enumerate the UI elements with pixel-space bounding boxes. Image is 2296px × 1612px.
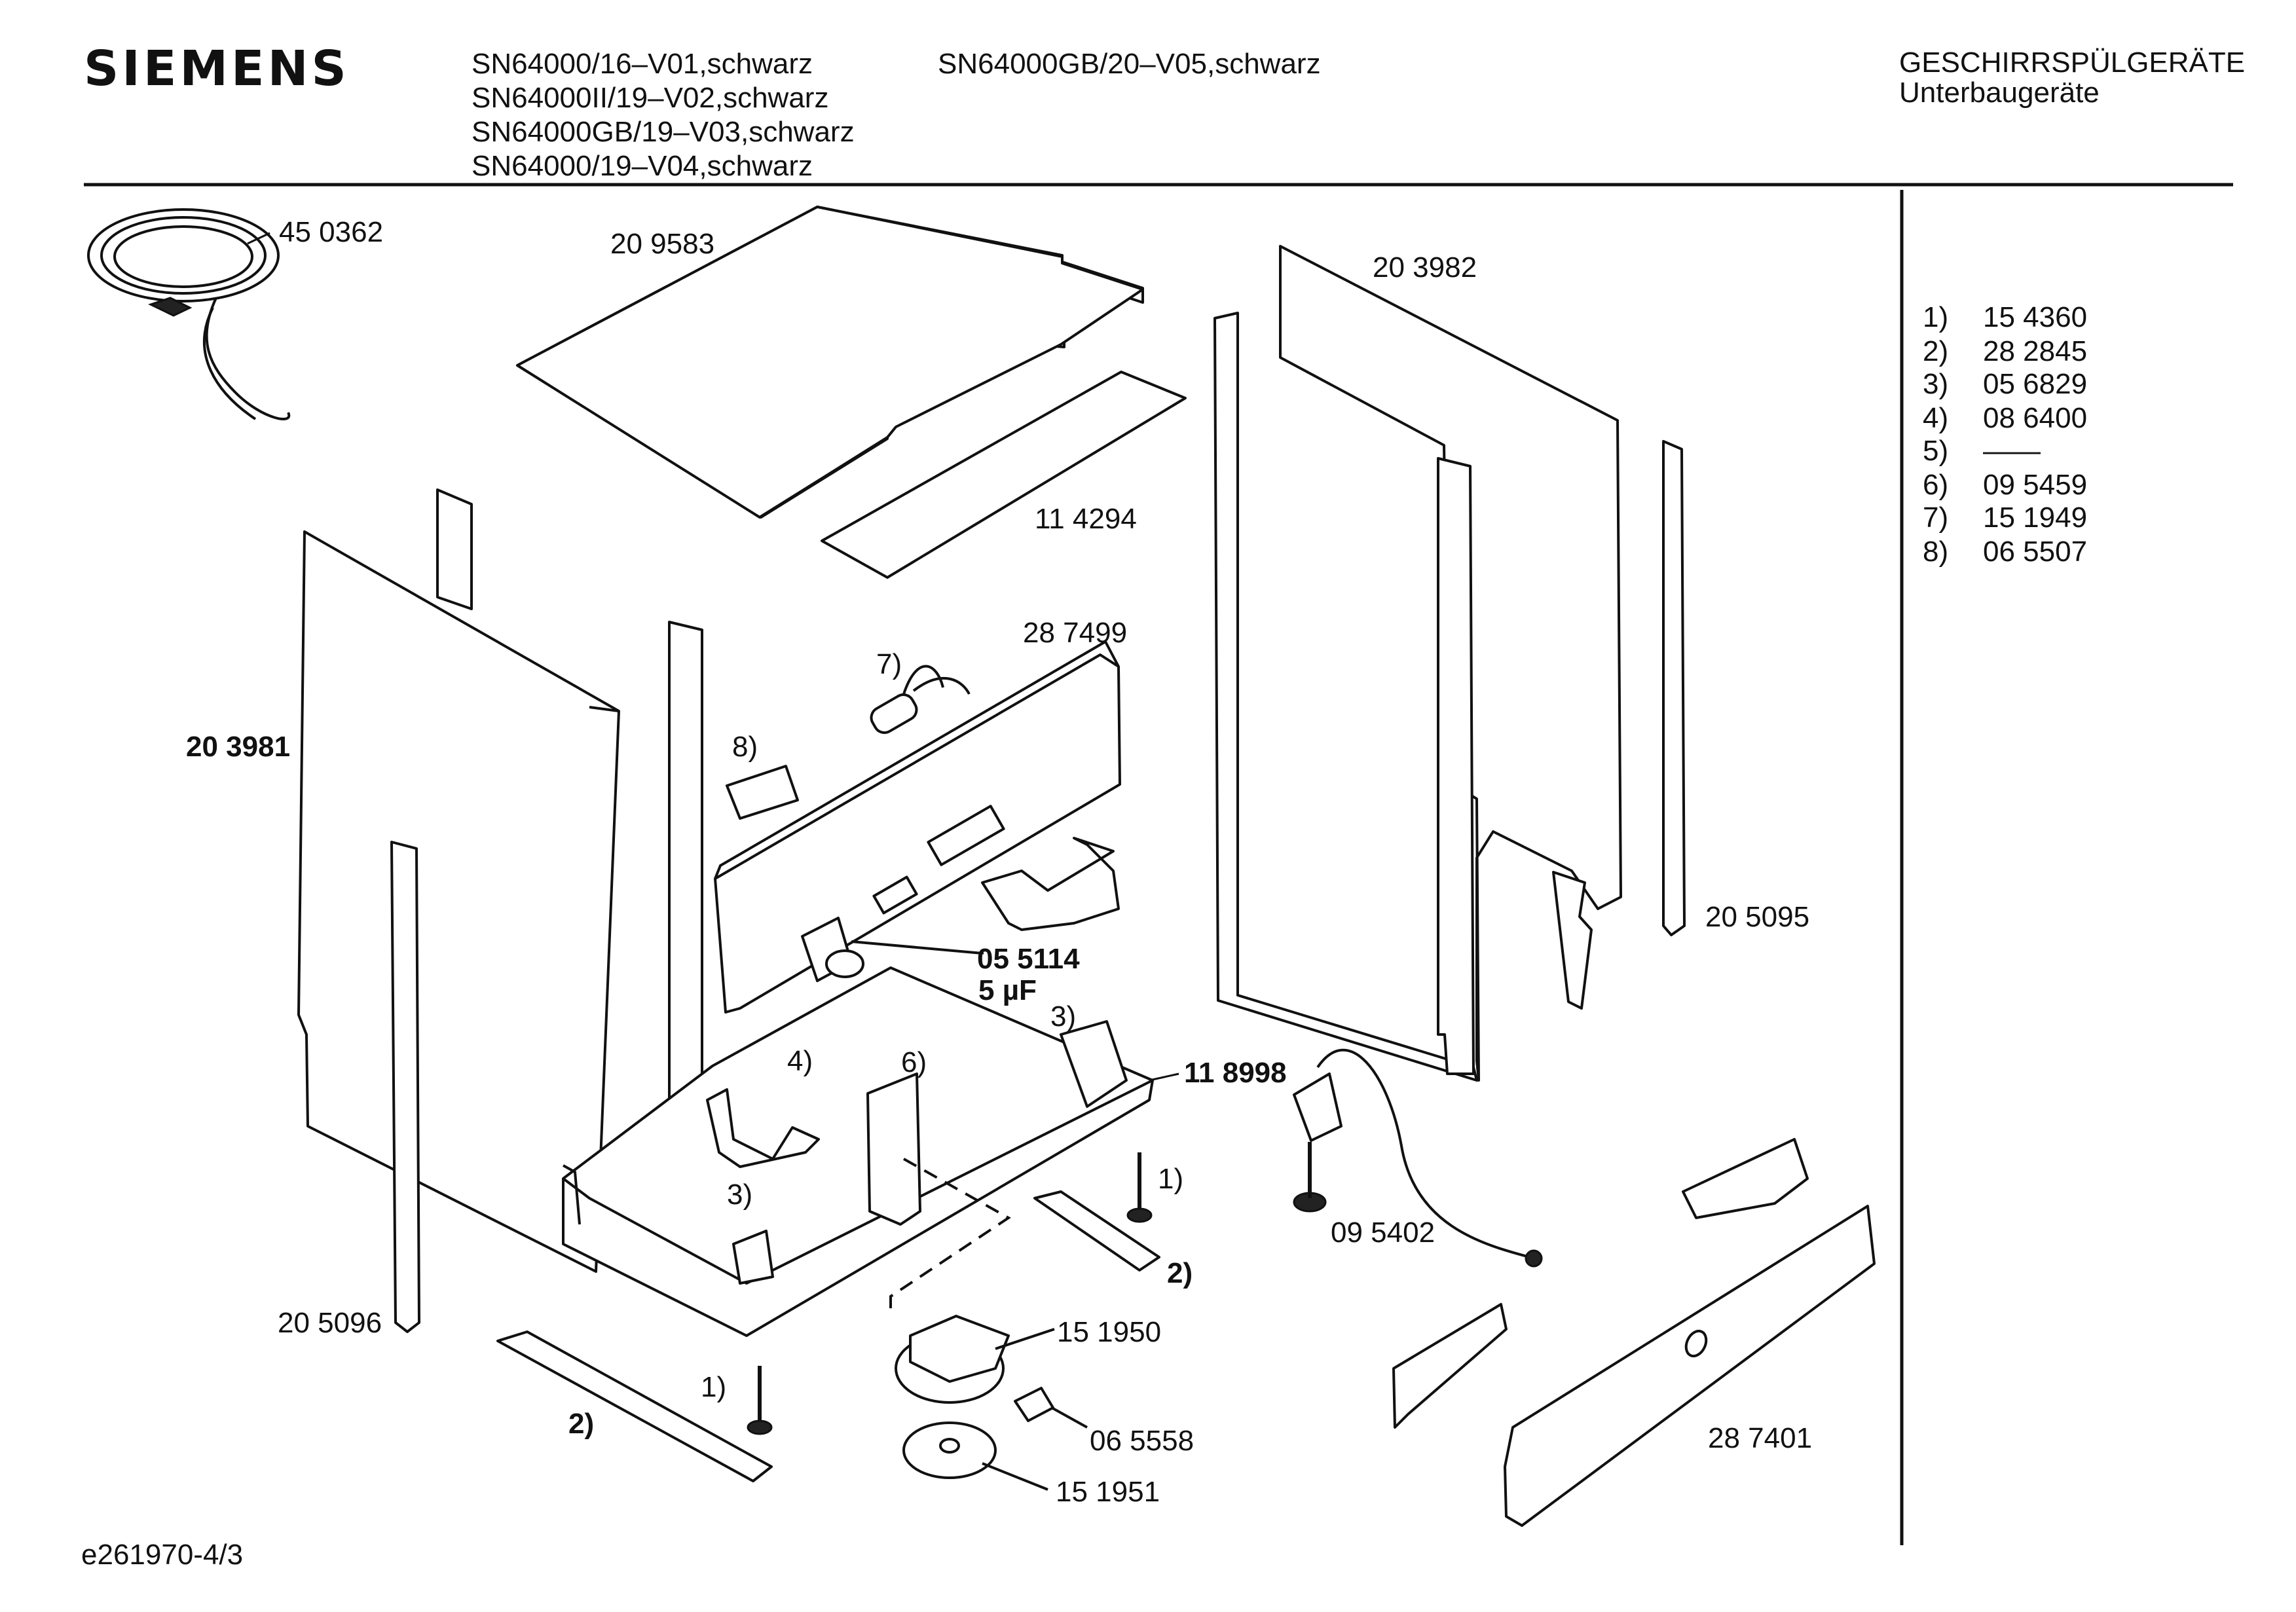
legend-row: 4) 08 6400 [1923,402,2087,435]
label-287499: 28 7499 [1023,617,1128,649]
label-203982: 20 3982 [1373,251,1477,284]
drawing-id: e261970-4/3 [81,1539,244,1571]
kick-panel-287401 [1504,1205,1876,1527]
label-capacitance: 5 µF [978,974,1037,1006]
callout-1-lower: 1) [701,1371,727,1403]
legend-value: —— [1983,435,2041,467]
label-151951: 15 1951 [1056,1476,1160,1508]
foot-rail-2-upper [1033,1190,1160,1272]
legend-key: 1) [1923,301,1949,333]
part-065558 [1014,1387,1054,1422]
foot-rail-2-lower [496,1330,773,1482]
legend-row: 8) 06 5507 [1923,536,2087,568]
base-tub-118998 [562,966,1154,1337]
legend-row: 2) 28 2845 [1923,335,2087,368]
label-203981: 20 3981 [186,731,291,763]
callout-2-lower: 2) [568,1408,595,1440]
legend-key: 2) [1923,335,1949,367]
callout-1-upper: 1) [1158,1163,1184,1195]
callout-7: 7) [876,648,902,680]
screw-1-upper [1126,1152,1153,1223]
label-095402: 09 5402 [1331,1217,1435,1249]
callout-4: 4) [787,1045,813,1077]
label-114294: 11 4294 [1035,503,1137,535]
model-line: SN64000GB/19–V03,schwarz [472,116,855,148]
hinge-bracket-upper [1682,1138,1809,1219]
model-line: SN64000GB/20–V05,schwarz [938,48,1321,80]
legend-value: 06 5507 [1983,536,2088,568]
bracket-4 [706,1088,820,1168]
label-205095: 20 5095 [1705,901,1810,933]
legend-value: 08 6400 [1983,402,2088,434]
model-line: SN64000/19–V04,schwarz [472,150,813,182]
model-line: SN64000II/19–V02,schwarz [472,82,829,114]
label-209583: 20 9583 [610,228,715,260]
callout-6: 6) [901,1046,927,1078]
legend-row: 7) 15 1949 [1923,502,2087,534]
legend-key: 6) [1923,469,1949,501]
label-055114: 05 5114 [977,943,1080,975]
legend-value: 05 6829 [1983,368,2088,400]
label-065558: 06 5558 [1090,1425,1194,1457]
legend-row: 6) 09 5459 [1923,469,2087,502]
holder-8 [726,765,799,820]
callout-3-upper: 3) [1050,1000,1077,1033]
pressure-switch-151950 [895,1315,1055,1404]
legend-row: 5) —— [1923,435,2041,467]
model-list-col2: SN64000GB/20–V05,schwarz [938,47,1321,81]
rail-rear-left [436,488,473,610]
legend-row: 1) 15 4360 [1923,301,2087,334]
label-151950: 15 1950 [1057,1316,1162,1348]
disc-151951 [902,1421,1048,1491]
appliance-category: GESCHIRRSPÜLGERÄTE Unterbaugeräte [1899,46,2245,110]
power-cable-450362 [87,208,291,420]
brand-logo: SIEMENS [84,41,350,97]
hose-connector [981,837,1120,931]
label-450362: 45 0362 [279,216,384,248]
hinge-bracket-lower [1392,1303,1508,1429]
sensor-095402 [1293,1048,1543,1268]
rail-205096 [390,841,420,1333]
legend-value: 15 4360 [1983,301,2088,333]
category-subtitle: Unterbaugeräte [1899,77,2100,109]
bracket-6 [866,1072,921,1226]
legend-key: 4) [1923,402,1949,434]
label-205096: 20 5096 [278,1307,382,1339]
legend-key: 5) [1923,435,1949,467]
label-287401: 28 7401 [1708,1422,1813,1454]
model-line: SN64000/16–V01,schwarz [472,48,813,80]
legend-value: 28 2845 [1983,335,2088,367]
label-118998: 11 8998 [1184,1057,1287,1089]
legend-value: 15 1949 [1983,502,2088,534]
clip-3-upper [1060,1020,1128,1108]
legend-key: 8) [1923,536,1949,568]
side-panel-left-203981 [297,530,620,1273]
callout-2-upper: 2) [1167,1257,1193,1289]
callout-8: 8) [732,731,758,763]
capacitor-055114 [801,917,983,982]
strip-205095 [1662,440,1686,936]
model-list-col1: SN64000/16–V01,schwarz SN64000II/19–V02,… [472,47,855,183]
legend-key: 7) [1923,502,1949,534]
clip-3-lower [732,1230,774,1285]
callout-3-lower: 3) [727,1179,753,1211]
legend-row: 3) 05 6829 [1923,368,2087,401]
category-title: GESCHIRRSPÜLGERÄTE [1899,46,2246,79]
control-panel-287499 [714,653,1121,1014]
screw-1-lower [747,1366,773,1435]
cover-strip-114294 [821,371,1187,579]
suppressor-7 [870,665,971,734]
legend-value: 09 5459 [1983,469,2088,501]
legend-key: 3) [1923,368,1949,400]
